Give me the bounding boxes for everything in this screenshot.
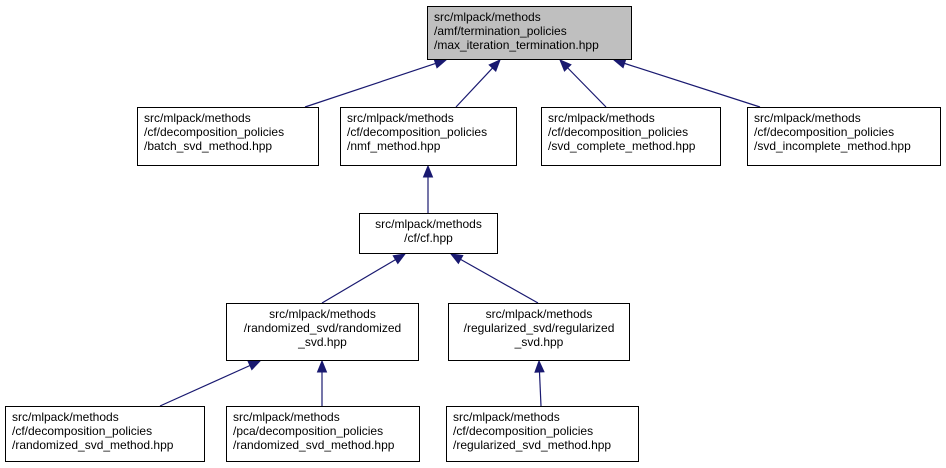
- node-cf-randomized-svd-method[interactable]: src/mlpack/methods /cf/decomposition_pol…: [5, 406, 205, 462]
- node-line: /cf/decomposition_policies: [12, 424, 153, 438]
- node-line: src/mlpack/methods: [144, 111, 251, 125]
- arrowhead-svd-incomplete-to-root: [612, 58, 627, 69]
- node-line: /nmf_method.hpp: [347, 139, 441, 153]
- node-line: /max_iteration_termination.hpp: [434, 38, 599, 52]
- arrowhead-pca-randomized-svd-method-to-randomized-svd: [316, 359, 328, 373]
- node-line: /svd_complete_method.hpp: [548, 139, 696, 153]
- node-line: _svd.hpp: [298, 335, 347, 349]
- node-max-iteration-termination[interactable]: src/mlpack/methods /amf/termination_poli…: [427, 6, 632, 60]
- edge-cf-randomized-svd-method-to-randomized-svd: [159, 364, 251, 407]
- node-line: /batch_svd_method.hpp: [144, 139, 273, 153]
- node-line: src/mlpack/methods: [233, 410, 340, 424]
- arrowhead-svd-complete-to-root: [559, 59, 572, 72]
- arrowhead-regularized-svd-to-cf: [449, 253, 464, 265]
- node-line: /cf/decomposition_policies: [347, 125, 488, 139]
- node-line: /randomized_svd_method.hpp: [233, 438, 395, 452]
- node-line: src/mlpack/methods: [375, 217, 482, 231]
- node-batch-svd-method[interactable]: src/mlpack/methods /cf/decomposition_pol…: [137, 107, 319, 166]
- arrowhead-cf-regularized-svd-method-to-regularized-svd: [534, 359, 545, 373]
- node-line: /svd_incomplete_method.hpp: [754, 139, 911, 153]
- node-line: /randomized_svd/randomized: [243, 321, 402, 335]
- node-pca-randomized-svd-method[interactable]: src/mlpack/methods /pca/decomposition_po…: [226, 406, 420, 462]
- node-line: /cf/cf.hpp: [404, 231, 453, 245]
- edge-cf-regularized-svd-method-to-regularized-svd: [538, 371, 542, 407]
- edge-svd-incomplete-to-root: [624, 62, 761, 108]
- node-line: src/mlpack/methods: [548, 111, 655, 125]
- node-cf[interactable]: src/mlpack/methods /cf/cf.hpp: [359, 213, 498, 254]
- arrowhead-cf-to-nmf: [422, 164, 434, 178]
- edge-randomized-svd-to-cf: [321, 259, 396, 304]
- node-line: src/mlpack/methods: [485, 307, 593, 321]
- node-nmf-method[interactable]: src/mlpack/methods /cf/decomposition_pol…: [340, 107, 517, 166]
- node-line: src/mlpack/methods: [12, 410, 119, 424]
- node-svd-incomplete-method[interactable]: src/mlpack/methods /cf/decomposition_pol…: [747, 107, 941, 166]
- edge-regularized-svd-to-cf: [460, 258, 539, 304]
- node-randomized-svd[interactable]: src/mlpack/methods /randomized_svd/rando…: [226, 303, 419, 361]
- arrowhead-batch-svd-to-root: [433, 58, 448, 69]
- node-line: /amf/termination_policies: [434, 24, 567, 38]
- node-line: /cf/decomposition_policies: [548, 125, 689, 139]
- node-line: src/mlpack/methods: [434, 10, 541, 24]
- node-line: src/mlpack/methods: [347, 111, 454, 125]
- node-line: _svd.hpp: [514, 335, 564, 349]
- node-line: src/mlpack/methods: [754, 111, 861, 125]
- node-line: /cf/decomposition_policies: [144, 125, 285, 139]
- node-line: /cf/decomposition_policies: [754, 125, 895, 139]
- node-line: src/mlpack/methods: [453, 410, 560, 424]
- node-line: /randomized_svd_method.hpp: [12, 438, 174, 452]
- node-line: /cf/decomposition_policies: [453, 424, 594, 438]
- edge-batch-svd-to-root: [304, 62, 436, 108]
- arrowhead-nmf-to-root: [488, 59, 501, 72]
- node-line: /regularized_svd/regularized: [463, 321, 615, 335]
- node-cf-regularized-svd-method[interactable]: src/mlpack/methods /cf/decomposition_pol…: [446, 406, 639, 462]
- arrowhead-randomized-svd-to-cf: [392, 253, 407, 265]
- node-line: /pca/decomposition_policies: [233, 424, 384, 438]
- edge-nmf-to-root: [455, 67, 493, 108]
- node-regularized-svd[interactable]: src/mlpack/methods /regularized_svd/regu…: [448, 303, 630, 361]
- node-svd-complete-method[interactable]: src/mlpack/methods /cf/decomposition_pol…: [541, 107, 721, 166]
- node-line: /regularized_svd_method.hpp: [453, 438, 612, 452]
- edge-svd-complete-to-root: [567, 67, 607, 108]
- arrowhead-cf-randomized-svd-method-to-randomized-svd: [247, 360, 262, 371]
- node-line: src/mlpack/methods: [269, 307, 376, 321]
